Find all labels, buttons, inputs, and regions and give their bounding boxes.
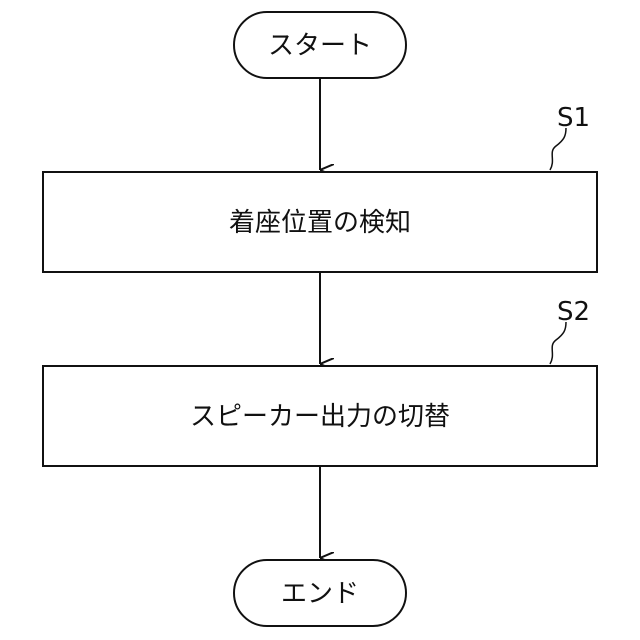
step-id-s1: S1 bbox=[557, 103, 590, 133]
step-leader-s1 bbox=[550, 128, 566, 170]
process-label-s2: スピーカー出力の切替 bbox=[190, 402, 450, 432]
end-node: エンド bbox=[234, 560, 406, 626]
process-label-s1: 着座位置の検知 bbox=[229, 208, 411, 238]
start-node: スタート bbox=[234, 12, 406, 78]
end-label: エンド bbox=[281, 579, 359, 609]
step-leader-s2 bbox=[550, 322, 566, 364]
step-id-s2: S2 bbox=[557, 297, 590, 327]
start-label: スタート bbox=[268, 31, 372, 61]
